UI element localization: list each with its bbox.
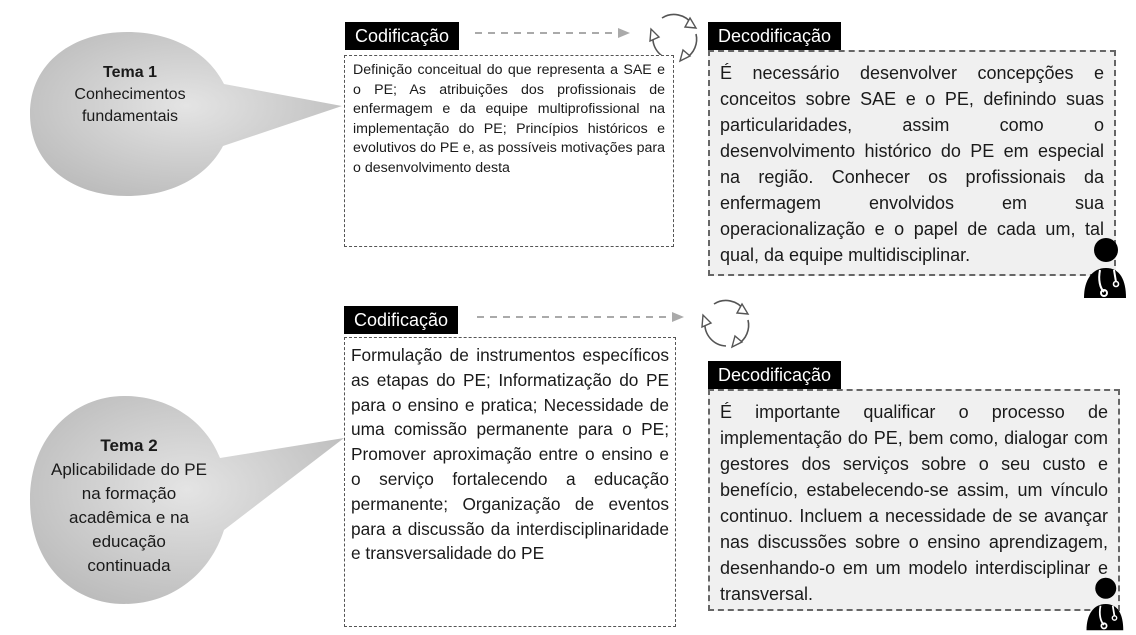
theme2-decoding-label: Decodificação (708, 361, 842, 389)
theme1-decoding-label: Decodificação (708, 22, 842, 50)
theme2-dashed-arrow (477, 312, 684, 322)
health-professional-icon (1086, 577, 1124, 631)
theme2-coding-box: Formulação de instrumentos específicos a… (344, 337, 676, 627)
theme1-bubble: Tema 1 Conhecimentos fundamentais (12, 18, 352, 208)
theme1-title: Tema 1 (103, 64, 157, 81)
theme2-decoding-text: É importante qualificar o processo de im… (720, 402, 1108, 604)
theme2-subtitle: Aplicabilidade do PE na formação acadêmi… (51, 460, 207, 575)
theme1-coding-text: Definição conceitual do que representa a… (353, 62, 665, 176)
cycle-arrows-icon (649, 13, 698, 63)
theme1-coding-box: Definição conceitual do que representa a… (344, 55, 674, 247)
theme2-title: Tema 2 (100, 436, 158, 455)
theme1-decoding-box: É necessário desenvolver concepções e co… (708, 50, 1116, 276)
theme2-bubble: Tema 2 Aplicabilidade do PE na formação … (12, 378, 352, 618)
theme1-coding-label: Codificação (345, 22, 460, 50)
health-professional-icon (1084, 238, 1126, 298)
theme1-subtitle: Conhecimentos fundamentais (74, 86, 186, 125)
theme2-decoding-box: É importante qualificar o processo de im… (708, 389, 1120, 611)
theme1-decoding-text: É necessário desenvolver concepções e co… (720, 63, 1104, 265)
theme1-dashed-arrow (475, 28, 630, 38)
theme2-coding-text: Formulação de instrumentos específicos a… (351, 345, 669, 564)
theme2-coding-label: Codificação (344, 306, 459, 334)
cycle-arrows-icon (701, 299, 750, 349)
